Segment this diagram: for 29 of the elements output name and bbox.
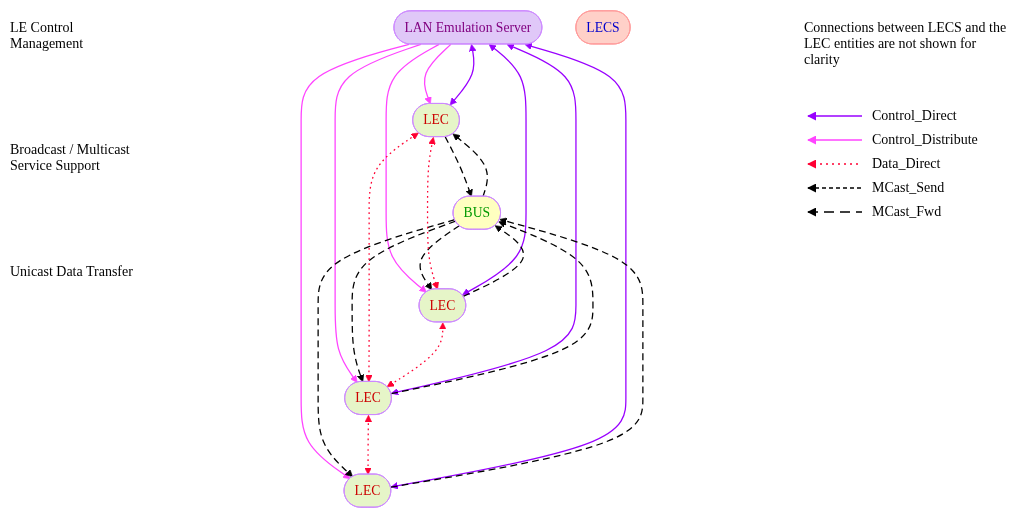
- arrow: [423, 43, 452, 105]
- arrow: [351, 220, 457, 383]
- arrow: [419, 225, 460, 291]
- arrow: [390, 217, 644, 488]
- arrow: [334, 43, 422, 383]
- legend-label: Data_Direct: [872, 156, 941, 172]
- legend-label: MCast_Fwd: [872, 204, 942, 220]
- layer-label: Broadcast / Multicast Service Support: [10, 142, 131, 174]
- arrow: [444, 136, 473, 197]
- arrow: [426, 137, 439, 290]
- layer-label: LE Control Management: [10, 20, 85, 52]
- arrow: [391, 43, 577, 396]
- arrow: [364, 415, 373, 475]
- arrow: [317, 219, 456, 478]
- layer-label: Unicast Data Transfer: [10, 264, 134, 280]
- legend-label: Control_Direct: [872, 108, 957, 124]
- arrow: [365, 132, 419, 383]
- arrow: [390, 42, 627, 490]
- arrow: [452, 133, 488, 198]
- arrow: [300, 43, 410, 479]
- arrow: [449, 44, 477, 106]
- note-text: Connections between LECS and the LEC entities are not shown for clarity: [804, 20, 1008, 68]
- legend-label: MCast_Send: [872, 180, 945, 196]
- arrow: [462, 225, 525, 297]
- arrow: [386, 322, 447, 388]
- arrow: [390, 220, 594, 395]
- arrow: [385, 43, 440, 293]
- arrow: [462, 44, 527, 296]
- legend-label: Control_Distribute: [872, 132, 978, 148]
